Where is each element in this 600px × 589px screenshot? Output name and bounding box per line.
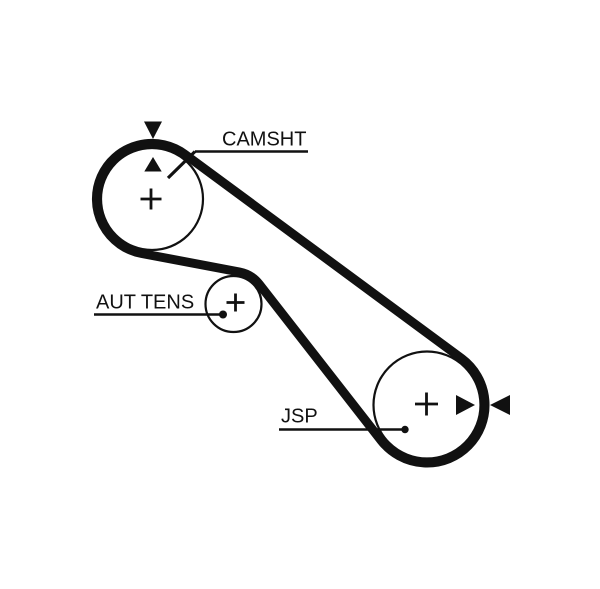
tensioner-center-cross-icon — [226, 293, 245, 312]
tensioner-leader-dot — [219, 310, 227, 319]
jsp-timing-triangle-right-icon — [456, 395, 475, 415]
jsp-leader-dot — [401, 425, 409, 434]
camshaft-center-cross-icon — [140, 188, 162, 210]
jsp-center-cross-icon — [415, 392, 438, 416]
timing-belt — [91, 138, 490, 468]
camshaft-timing-triangle-down-icon — [144, 121, 162, 139]
tensioner-label: AUT TENS — [96, 292, 194, 314]
camshaft-label: CAMSHT — [222, 129, 306, 151]
tensioner-pulley-circle — [204, 274, 263, 334]
jsp-label: JSP — [281, 406, 318, 428]
camshaft-pulley-circle — [99, 146, 205, 252]
camshaft-timing-triangle-up-icon — [144, 157, 162, 172]
jsp-timing-triangle-left-icon — [490, 395, 510, 415]
jsp-pulley-circle — [372, 350, 482, 460]
